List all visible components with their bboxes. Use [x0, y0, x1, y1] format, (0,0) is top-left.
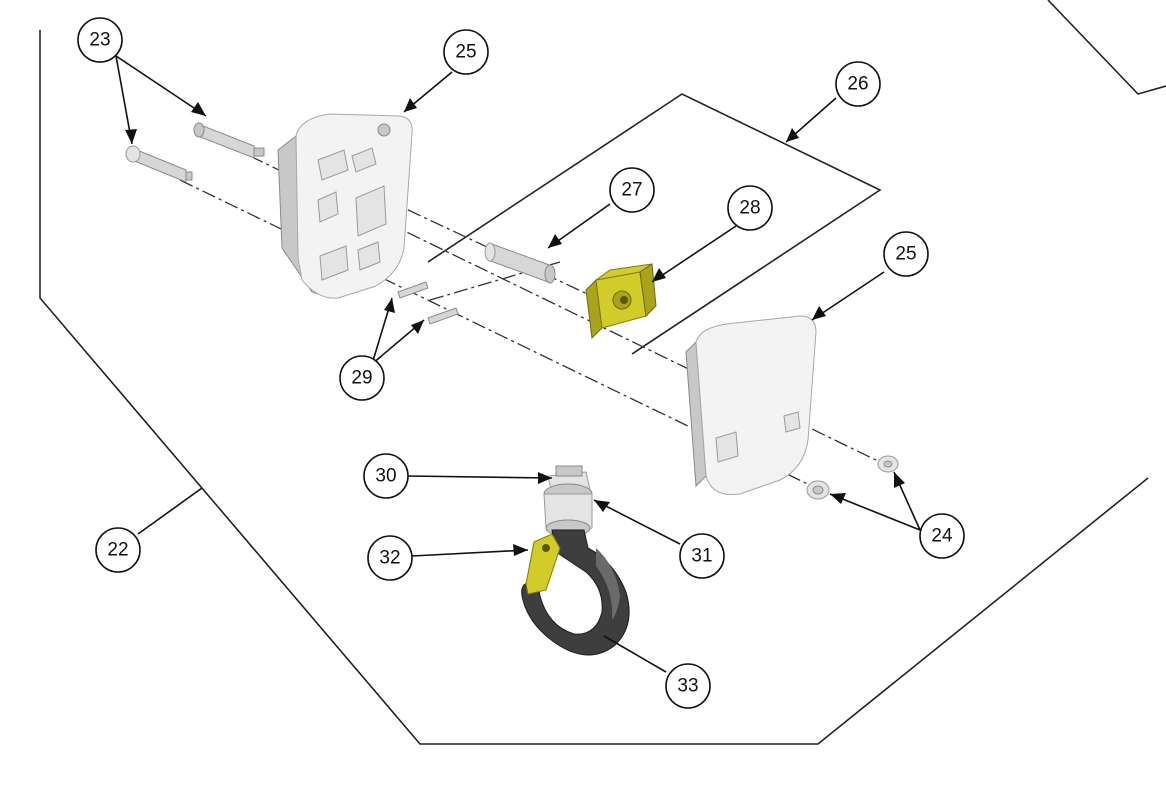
svg-text:27: 27 — [621, 180, 642, 201]
assembly-outline-22 — [39, 30, 1149, 745]
svg-text:22: 22 — [107, 540, 128, 561]
outline-top-right — [1047, 0, 1166, 95]
callout-32: 32 — [367, 535, 413, 581]
small-pins-29 — [397, 281, 459, 325]
callout-22: 22 — [95, 527, 141, 573]
bolt-23-upper — [193, 122, 265, 159]
nut-24-upper — [877, 455, 899, 473]
svg-text:24: 24 — [931, 526, 953, 547]
svg-text:25: 25 — [895, 244, 916, 265]
callout-28: 28 — [727, 185, 773, 231]
nut-24-lower — [806, 480, 830, 500]
axis-line-middle — [339, 177, 601, 301]
side-plate-25-right — [685, 315, 817, 496]
svg-text:25: 25 — [455, 42, 476, 63]
safety-latch-32 — [525, 533, 561, 595]
callout-33: 33 — [665, 663, 711, 709]
callout-26: 26 — [835, 61, 881, 107]
callout-23: 23 — [77, 17, 123, 63]
pin-27 — [484, 242, 556, 284]
svg-text:23: 23 — [89, 30, 110, 51]
svg-text:28: 28 — [739, 198, 760, 219]
callout-25-right: 25 — [883, 231, 929, 277]
side-plate-25-left — [277, 113, 413, 299]
hook-bearing-31 — [543, 483, 593, 537]
svg-text:32: 32 — [379, 548, 400, 569]
svg-text:31: 31 — [691, 546, 712, 567]
leader-arrowheads — [125, 98, 905, 556]
callout-29: 29 — [339, 355, 385, 401]
bolt-23-lower — [125, 145, 193, 183]
callout-31: 31 — [679, 533, 725, 579]
subassembly-outline-26 — [427, 93, 882, 355]
svg-text:26: 26 — [847, 74, 868, 95]
callout-27: 27 — [609, 167, 655, 213]
svg-text:30: 30 — [375, 466, 396, 487]
svg-text:33: 33 — [677, 676, 698, 697]
callout-24: 24 — [919, 513, 965, 559]
sheave-block-28 — [585, 263, 657, 340]
svg-text:29: 29 — [351, 368, 372, 389]
callout-25-left: 25 — [443, 29, 489, 75]
callout-30: 30 — [363, 453, 409, 499]
